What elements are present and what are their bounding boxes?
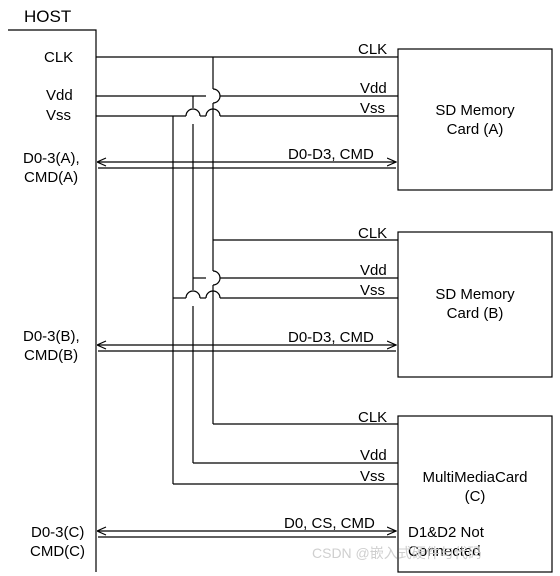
vss-hop-clk-a <box>205 108 221 117</box>
card-a-name-2: Card (A) <box>447 121 504 138</box>
host-bus-c-label-2: CMD(C) <box>30 543 85 560</box>
card-a: CLK Vdd Vss D0-D3, CMD SD Memory Card (A… <box>288 41 553 191</box>
card-b-clk-label: CLK <box>358 225 387 242</box>
card-a-box <box>397 48 553 191</box>
card-c-name-2: (C) <box>465 488 486 505</box>
card-a-name-1: SD Memory <box>435 102 515 119</box>
card-c-bus-label: D0, CS, CMD <box>284 515 375 532</box>
card-b-name-1: SD Memory <box>435 286 515 303</box>
card-c-vdd-label: Vdd <box>360 447 387 464</box>
card-b-name-2: Card (B) <box>447 305 504 322</box>
card-b-wires <box>98 239 398 352</box>
card-c-wires <box>98 423 398 538</box>
host-clk-label: CLK <box>44 49 73 66</box>
card-a-vss-label: Vss <box>360 100 385 117</box>
card-c-box <box>397 415 553 573</box>
host-bus-a-label-2: CMD(A) <box>24 169 78 186</box>
card-b-vss-label: Vss <box>360 282 385 299</box>
clk-hop-vdd-a <box>212 88 221 104</box>
host-bus-b-label-2: CMD(B) <box>24 347 78 364</box>
host-outline <box>8 29 97 572</box>
host-vss-label: Vss <box>46 107 71 124</box>
host-bus-c-label-1: D0-3(C) <box>31 524 84 541</box>
vss-hop-vdd-b <box>185 290 201 299</box>
card-c-note-1: D1&D2 Not <box>408 524 485 541</box>
host-bus-b-label-1: D0-3(B), <box>23 328 80 345</box>
card-b-bus-label: D0-D3, CMD <box>288 329 374 346</box>
clk-hop-vdd-b <box>212 270 221 286</box>
card-a-wires <box>96 56 398 169</box>
card-c: CLK Vdd Vss D0, CS, CMD MultiMediaCard (… <box>284 409 553 573</box>
host-bus-a-label-1: D0-3(A), <box>23 150 80 167</box>
card-b-box <box>397 231 553 378</box>
card-c-clk-label: CLK <box>358 409 387 426</box>
vss-hop-clk-b <box>205 290 221 299</box>
card-a-bus-label: D0-D3, CMD <box>288 146 374 163</box>
card-b-vdd-label: Vdd <box>360 262 387 279</box>
watermark: CSDN @嵌入式硬件与代码 <box>312 545 482 561</box>
card-a-vdd-label: Vdd <box>360 80 387 97</box>
card-c-name-1: MultiMediaCard <box>422 469 527 486</box>
host-block: HOST CLK Vdd Vss D0-3(A), CMD(A) D0-3(B)… <box>8 7 97 572</box>
card-b: CLK Vdd Vss D0-D3, CMD SD Memory Card (B… <box>288 225 553 378</box>
card-a-clk-label: CLK <box>358 41 387 58</box>
vss-hop-vdd-a <box>185 108 201 117</box>
card-c-vss-label: Vss <box>360 468 385 485</box>
host-title: HOST <box>24 7 71 26</box>
vertical-wires <box>172 57 221 484</box>
host-vdd-label: Vdd <box>46 87 73 104</box>
card-c-note-2: Connected <box>408 543 481 560</box>
